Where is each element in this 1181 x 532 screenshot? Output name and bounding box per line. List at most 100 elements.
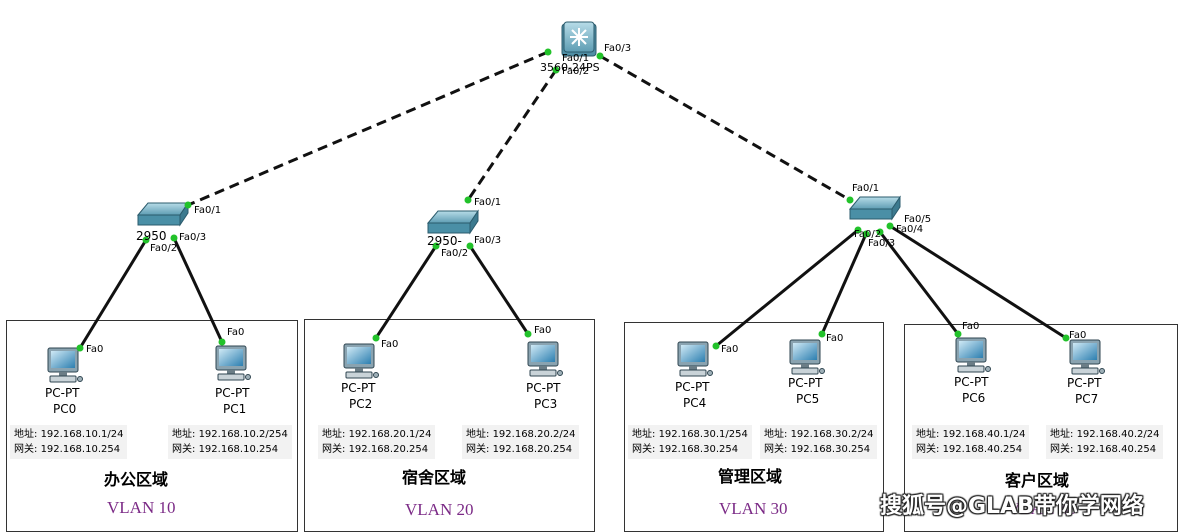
link-sw2-pc2	[374, 245, 438, 339]
pc3-port: Fa0	[534, 325, 552, 336]
pc1-gw: 192.168.10.254	[198, 444, 279, 455]
link-sw3-pc4	[715, 228, 859, 348]
pc3-addr-label: 地址:	[466, 429, 490, 440]
pc1-type: PC-PT	[215, 386, 250, 400]
sw2-model-label: 2950-	[427, 234, 462, 248]
pc0-port: Fa0	[86, 344, 104, 355]
port-dots	[76, 48, 1070, 352]
pc3-name: PC3	[534, 397, 558, 411]
port-dot	[846, 196, 854, 204]
pc-monitor-icon	[47, 347, 83, 383]
watermark: 搜狐号@GLAB带你学网络	[880, 494, 1144, 519]
sw3-port-5: Fa0/5	[904, 214, 932, 225]
vlan-label-office: VLAN 10	[107, 498, 176, 517]
sw2-port-right: Fa0/3	[474, 235, 502, 246]
pc1-address-block: 地址: 192.168.10.2/254 网关: 192.168.10.254	[168, 425, 292, 459]
pc6-name: PC6	[962, 391, 986, 405]
pc-monitor-icon	[955, 337, 991, 373]
pc0-name: PC0	[53, 402, 77, 416]
pc-monitor-icon	[789, 339, 825, 375]
pc4-name: PC4	[683, 396, 707, 410]
sw2-port-up: Fa0/1	[474, 197, 502, 208]
pc4-ip: 192.168.30.1/254	[658, 429, 748, 440]
pc0-type: PC-PT	[45, 386, 80, 400]
port-dot	[184, 201, 192, 209]
port-dot	[218, 338, 226, 346]
port-dot	[76, 344, 84, 352]
port-dot	[886, 222, 894, 230]
sw3-port-3: Fa0/3	[868, 238, 896, 249]
port-dot	[876, 228, 884, 236]
pc7-gw-label: 网关:	[1050, 444, 1074, 455]
link-core-sw2	[466, 69, 558, 201]
pc-monitor-icon	[215, 345, 251, 381]
port-dot	[712, 342, 720, 350]
pc-monitor-icon	[1069, 339, 1105, 375]
pc-monitor-icon	[677, 341, 713, 377]
sw3-port-2: Fa0/2	[854, 229, 882, 240]
link-sw3-pc5	[820, 233, 868, 335]
port-dot	[596, 52, 604, 60]
pc5-gw: 192.168.30.254	[790, 444, 871, 455]
pc3-gw: 192.168.20.254	[492, 444, 573, 455]
core-port-fa02: Fa0/2	[562, 66, 590, 77]
port-dot	[464, 196, 472, 204]
sw3-port-4: Fa0/4	[896, 224, 924, 235]
pc1-addr-label: 地址:	[172, 429, 196, 440]
sw1-model-label: 2950	[136, 229, 167, 243]
pc1-gw-label: 网关:	[172, 444, 196, 455]
pc4-address-block: 地址: 192.168.30.1/254 网关: 192.168.30.254	[628, 425, 752, 459]
pc6-address-block: 地址: 192.168.40.1/24 网关: 192.168.40.254	[912, 425, 1030, 459]
pc-icons	[47, 337, 1105, 383]
area-title-dorm: 宿舍区域	[402, 468, 467, 487]
port-dot	[466, 242, 474, 250]
pc6-port: Fa0	[962, 321, 980, 332]
area-title-customer: 客户区域	[1005, 471, 1070, 490]
pc4-gw-label: 网关:	[632, 444, 656, 455]
area-title-office: 办公区域	[104, 470, 169, 489]
pc6-gw-label: 网关:	[916, 444, 940, 455]
port-dot	[552, 66, 560, 74]
pc4-gw: 192.168.30.254	[658, 444, 739, 455]
port-dot	[544, 48, 552, 56]
pc5-ip: 192.168.30.2/24	[790, 429, 874, 440]
switch-icon-sw3	[848, 195, 901, 221]
pc5-address-block: 地址: 192.168.30.2/24 网关: 192.168.30.254	[760, 425, 878, 459]
pc2-gw: 192.168.20.254	[348, 444, 429, 455]
pc2-gw-label: 网关:	[322, 444, 346, 455]
pc2-name: PC2	[349, 397, 373, 411]
pc7-name: PC7	[1075, 392, 1099, 406]
pc-monitor-icon	[343, 343, 379, 379]
pc5-port: Fa0	[826, 333, 844, 344]
sw3-port-up: Fa0/1	[852, 183, 880, 194]
pc6-addr-label: 地址:	[916, 429, 940, 440]
pc2-ip: 192.168.20.1/24	[348, 429, 432, 440]
pc2-type: PC-PT	[341, 381, 376, 395]
sw1-port-up: Fa0/1	[194, 205, 222, 216]
pc3-gw-label: 网关:	[466, 444, 490, 455]
pc4-port: Fa0	[721, 344, 739, 355]
trunk-links	[187, 50, 851, 207]
pc7-type: PC-PT	[1067, 376, 1102, 390]
pc4-addr-label: 地址:	[632, 429, 656, 440]
port-dot	[372, 334, 380, 342]
port-dot	[432, 242, 440, 250]
core-port-fa03: Fa0/3	[604, 43, 632, 54]
pc1-port: Fa0	[227, 327, 245, 338]
pc5-type: PC-PT	[788, 376, 823, 390]
core-switch-icon	[561, 21, 597, 57]
pc7-port: Fa0	[1069, 330, 1087, 341]
pc7-addr-label: 地址:	[1050, 429, 1074, 440]
sw1-port-right: Fa0/3	[179, 232, 207, 243]
core-switch-label: 3560-24PS	[540, 61, 600, 74]
link-core-sw3	[599, 54, 851, 202]
port-dot	[1062, 334, 1070, 342]
pc3-address-block: 地址: 192.168.20.2/24 网关: 192.168.20.254	[462, 425, 580, 459]
pc2-addr-label: 地址:	[322, 429, 346, 440]
pc0-gw-label: 网关:	[14, 444, 38, 455]
access-links	[78, 224, 1067, 349]
pc0-address-block: 地址: 192.168.10.1/24 网关: 192.168.10.254	[10, 425, 128, 459]
port-dot	[862, 230, 870, 238]
port-dot	[854, 226, 862, 234]
